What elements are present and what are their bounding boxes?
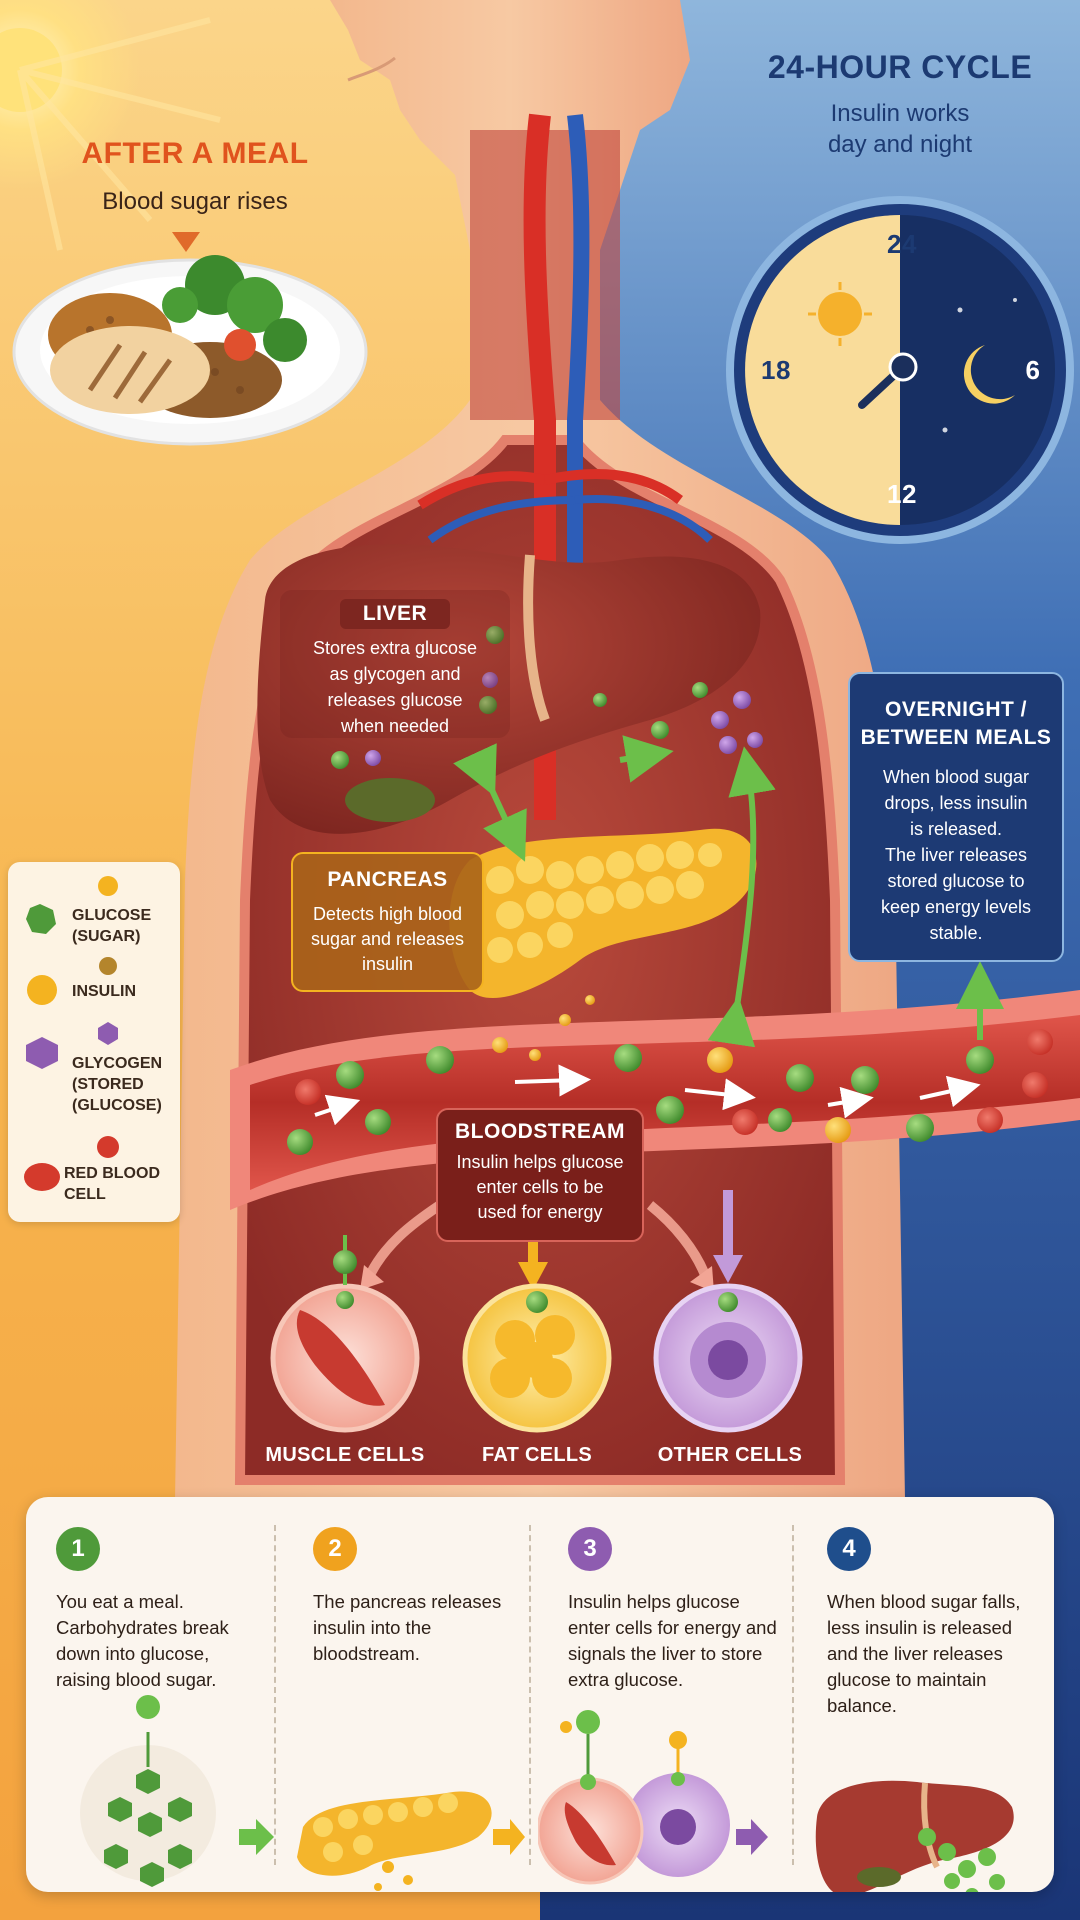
pancreas-line2: sugar and releases: [310, 929, 465, 949]
step-3-number: 3: [568, 1527, 612, 1571]
step-1-number: 1: [56, 1527, 100, 1571]
step-3-text: Insulin helps glucose enter cells for en…: [568, 1591, 777, 1690]
legend-rbc-line1: RED BLOOD: [64, 1165, 160, 1182]
overnight-line6: keep energy levels: [880, 897, 1032, 917]
other-cells-label: OTHER CELLS: [657, 1444, 803, 1466]
legend-insulin: INSULIN: [72, 983, 136, 1000]
day-night-clock-icon: [726, 196, 1074, 544]
step-2-text: The pancreas releases insulin into the b…: [313, 1591, 502, 1664]
steps-panel: 1 You eat a meal. Carbohydrates break do…: [26, 1497, 1054, 1892]
after-meal-title: AFTER A MEAL: [81, 137, 309, 170]
step-divider: [529, 1525, 531, 1865]
fat-cells-label: FAT CELLS: [481, 1444, 593, 1466]
pancreas-title: PANCREAS: [327, 868, 448, 891]
legend-glucose-line2: (SUGAR): [72, 928, 141, 945]
cycle-subtitle-line1: Insulin works: [830, 100, 970, 127]
step-divider: [792, 1525, 794, 1865]
liver-label: LIVER Stores extra glucose as glycogen a…: [280, 590, 510, 738]
overnight-label: OVERNIGHT / BETWEEN MEALS When blood sug…: [848, 672, 1064, 962]
cells-absorbing-glucose-icon: [538, 1710, 768, 1885]
liver-releasing-glucose-icon: [815, 1780, 1014, 1892]
pancreas-organ: [449, 828, 757, 999]
step-1: 1 You eat a meal. Carbohydrates break do…: [26, 1497, 283, 1892]
legend-rbc-line2: CELL: [64, 1186, 106, 1203]
step-2-number: 2: [313, 1527, 357, 1571]
glucose-molecules-icon: [80, 1695, 274, 1887]
other-cell-icon: [653, 1283, 803, 1433]
overnight-line3: is released.: [909, 819, 1003, 839]
pancreas-icon: [297, 1791, 525, 1891]
legend-glycogen-line1: GLYCOGEN: [72, 1055, 163, 1072]
bloodstream-line3: used for energy: [477, 1202, 603, 1222]
liver-line1: Stores extra glucose: [312, 638, 478, 658]
clock-label-12: 12: [887, 479, 917, 509]
muscle-cells-label: MUSCLE CELLS: [265, 1444, 425, 1466]
overnight-line5: stored glucose to: [887, 871, 1025, 891]
legend-glycogen-line2: (STORED: [72, 1076, 144, 1093]
step-2: 2 The pancreas releases insulin into the…: [283, 1497, 540, 1892]
meal-plate-icon: [12, 255, 368, 446]
overnight-line1: When blood sugar: [882, 767, 1030, 787]
glucose-legend-icon: [26, 904, 56, 934]
overnight-line2: drops, less insulin: [884, 793, 1028, 813]
step-4-number: 4: [827, 1527, 871, 1571]
liver-line2: as glycogen and: [329, 664, 461, 684]
liver-line3: releases glucose: [327, 690, 463, 710]
step-4: 4 When blood sugar falls, less insulin i…: [797, 1497, 1054, 1892]
clock-label-24: 24: [887, 229, 917, 259]
step-4-text: When blood sugar falls, less insulin is …: [827, 1591, 1021, 1716]
liver-line4: when needed: [340, 716, 450, 736]
clock-label-18: 18: [761, 355, 791, 385]
liver-title: LIVER: [340, 599, 450, 629]
bloodstream-line1: Insulin helps glucose: [456, 1152, 624, 1172]
step-1-text: You eat a meal. Carbohydrates break down…: [56, 1591, 229, 1690]
overnight-title-line2: BETWEEN MEALS: [860, 726, 1052, 749]
bloodstream-title: BLOODSTREAM: [455, 1120, 625, 1143]
step-3: 3 Insulin helps glucose enter cells for …: [538, 1497, 795, 1892]
pancreas-line1: Detects high blood: [312, 904, 463, 924]
legend-glycogen-line3: (GLUCOSE): [72, 1097, 162, 1114]
clock-label-6: 6: [1025, 355, 1041, 385]
red-blood-cell-legend-icon: [24, 1163, 60, 1191]
insulin-legend-icon: [27, 975, 57, 1005]
after-meal-subtitle: Blood sugar rises: [102, 188, 288, 215]
legend-symbols: [24, 876, 119, 1191]
cycle-title: 24-HOUR CYCLE: [767, 49, 1033, 85]
legend-panel: GLUCOSE (SUGAR) INSULIN GLYCOGEN (STORED…: [8, 862, 180, 1222]
bloodstream-line2: enter cells to be: [476, 1177, 604, 1197]
cycle-subtitle-line2: day and night: [827, 131, 973, 158]
bloodstream-label: BLOODSTREAM Insulin helps glucose enter …: [436, 1108, 644, 1242]
pancreas-line3: insulin: [361, 954, 414, 974]
overnight-title-line1: OVERNIGHT /: [884, 698, 1027, 721]
overnight-line4: The liver releases: [884, 845, 1028, 865]
muscle-cell-icon: [270, 1235, 420, 1433]
fat-cell-icon: [462, 1283, 612, 1433]
legend-glucose-line1: GLUCOSE: [72, 907, 152, 924]
pancreas-label: PANCREAS Detects high blood sugar and re…: [291, 852, 484, 992]
glycogen-legend-icon: [26, 1037, 58, 1069]
step-divider: [274, 1525, 276, 1865]
overnight-line7: stable.: [929, 923, 983, 943]
